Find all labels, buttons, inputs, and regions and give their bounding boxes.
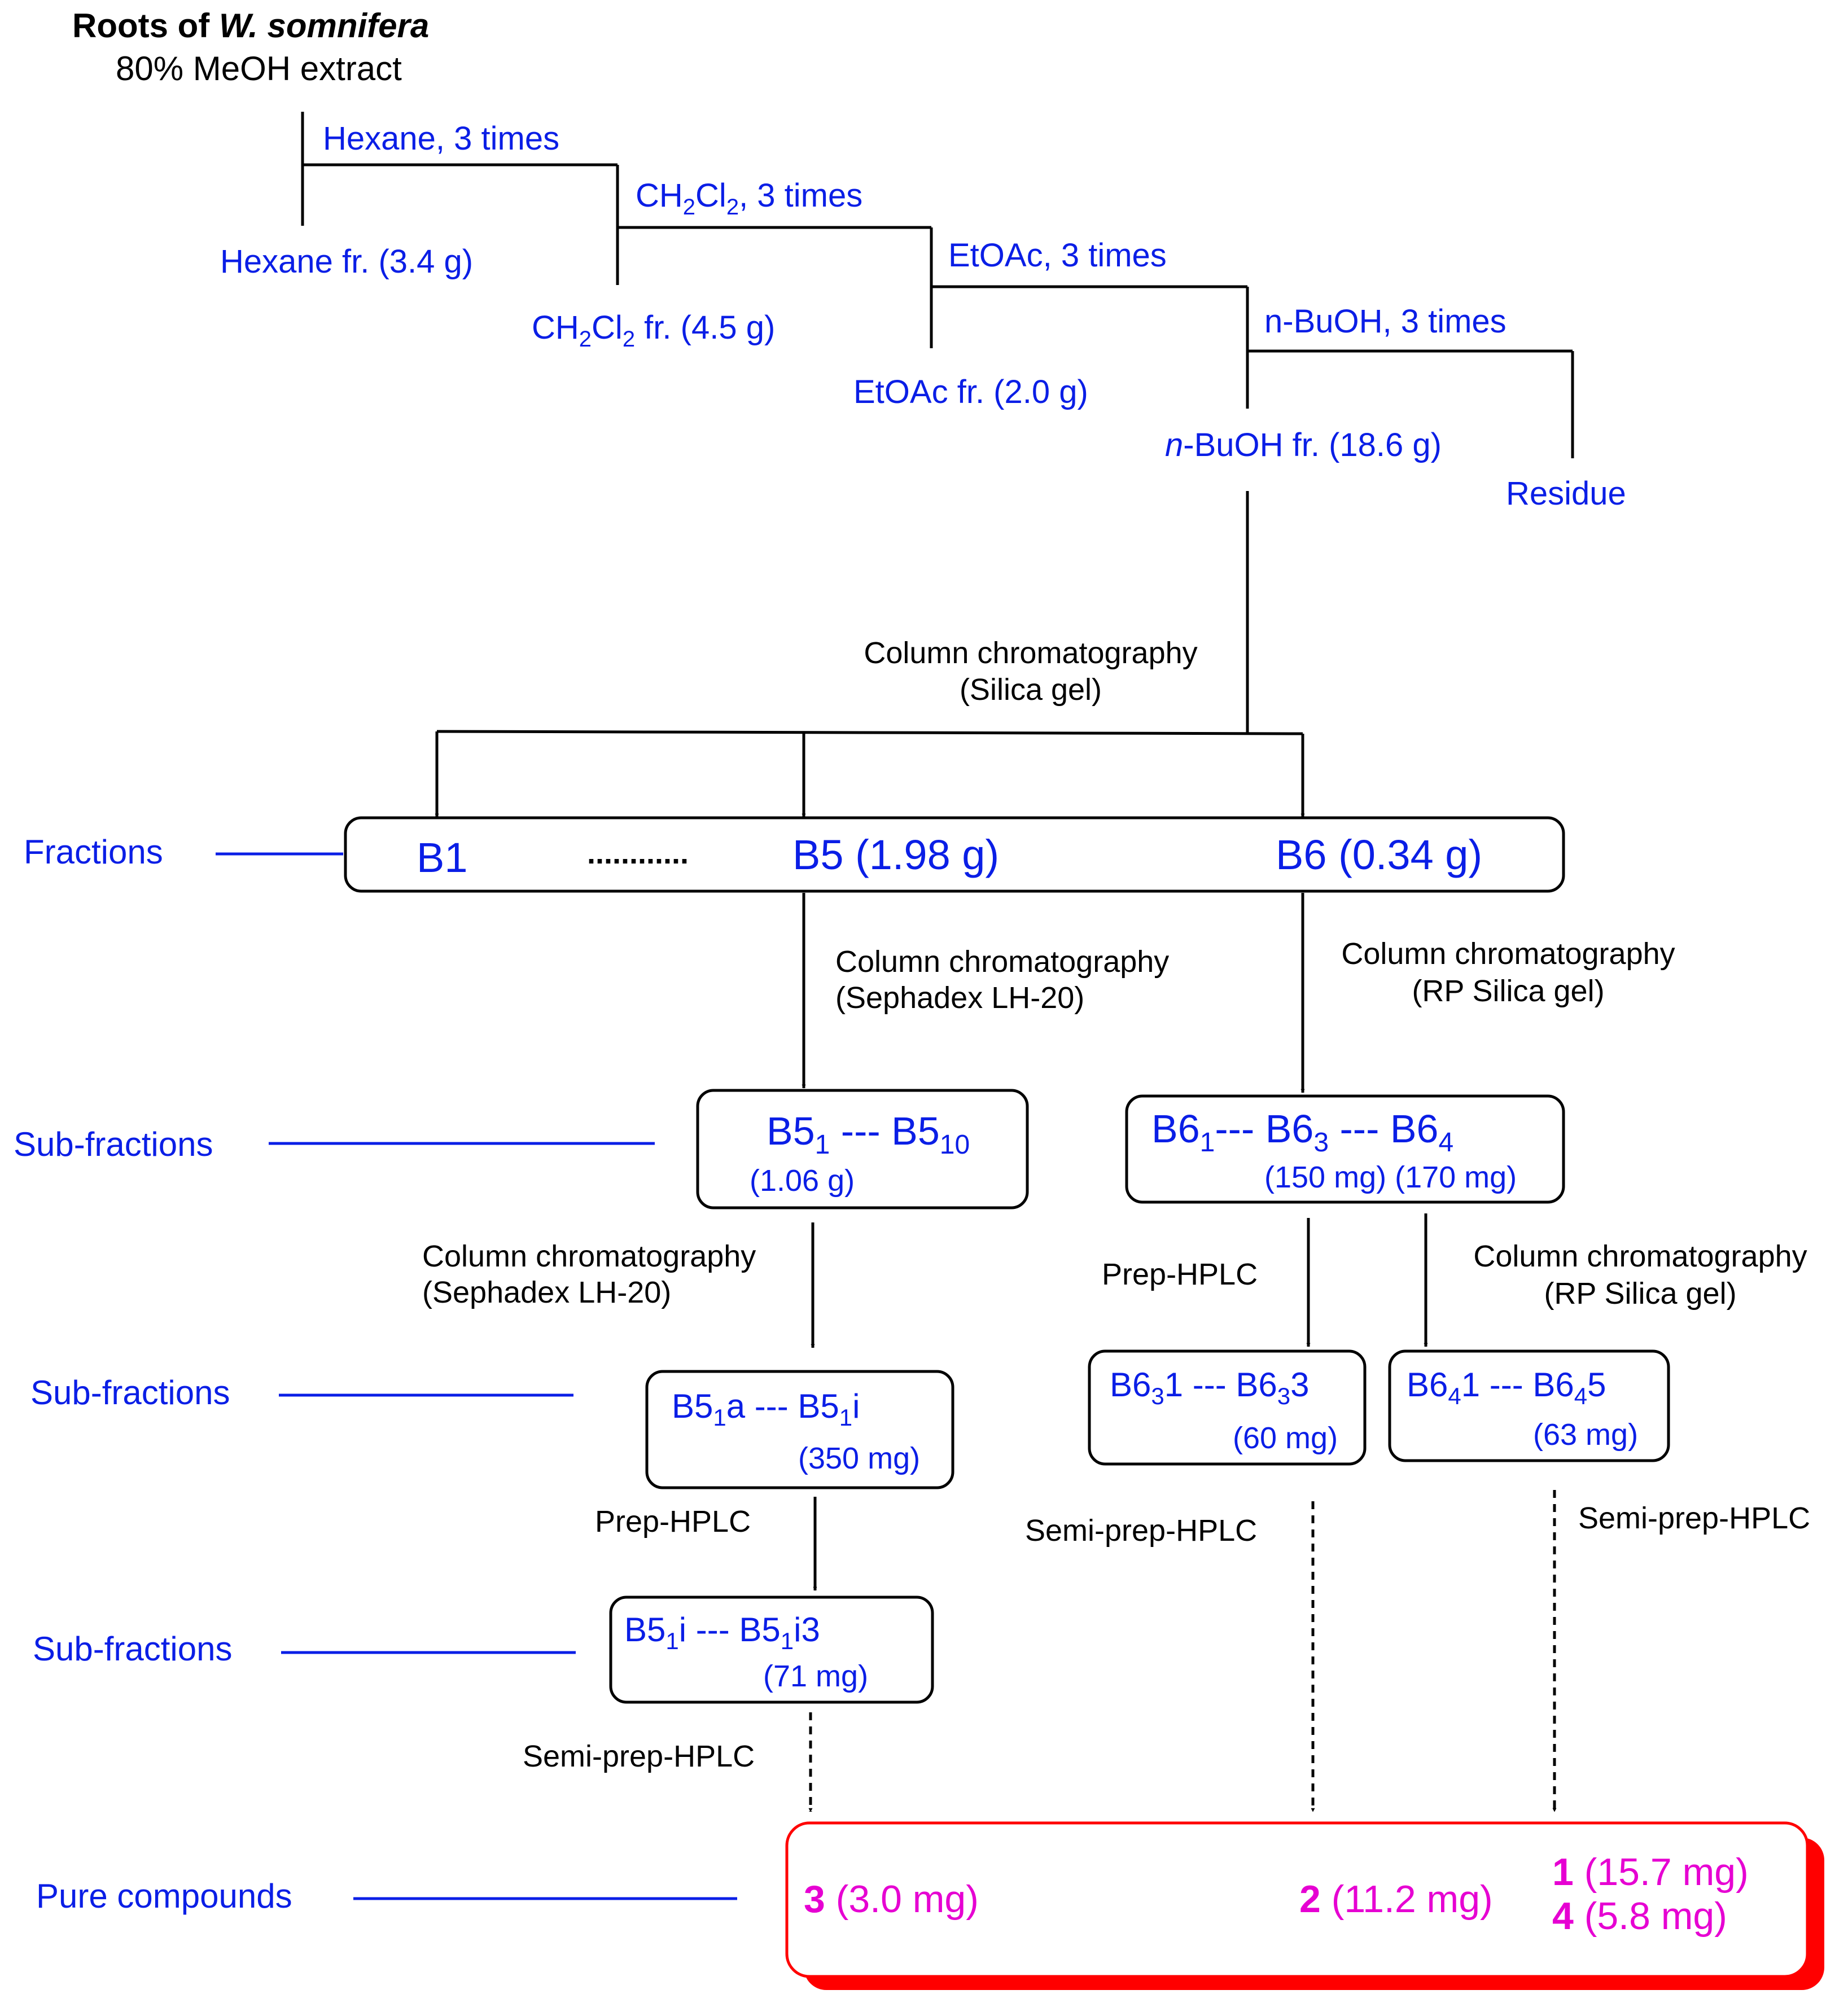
compound-2: 2 (11.2 mg) <box>1299 1878 1493 1921</box>
semi-b64-label: Semi-prep-HPLC <box>1578 1501 1810 1535</box>
cc-silica-label-2: (Silica gel) <box>960 673 1102 707</box>
cc-lh20-b51-label-2: (Sephadex LH-20) <box>422 1276 671 1309</box>
buoh-solvent: n-BuOH, 3 times <box>1264 303 1507 340</box>
cc-silica-label-1: Column chromatography <box>864 636 1197 670</box>
side-label-sub-1: Sub-fractions <box>14 1125 213 1163</box>
title: Roots of W. somnifera <box>72 7 429 45</box>
compound-3: 3 (3.0 mg) <box>804 1878 979 1921</box>
side-label-sub-3: Sub-fractions <box>33 1630 233 1668</box>
buoh-fraction: n-BuOH fr. (18.6 g) <box>1165 427 1442 463</box>
fraction-split-lines <box>435 730 1305 818</box>
cc-rp-b64-label-1: Column chromatography <box>1473 1239 1807 1273</box>
b51i-sub-box <box>609 1596 934 1704</box>
b5-sub-mass: (1.06 g) <box>750 1164 855 1198</box>
b51a-sub-mass: (350 mg) <box>798 1441 920 1475</box>
extract-label: 80% MeOH extract <box>116 50 402 87</box>
compound-1: 1 (15.7 mg) <box>1552 1851 1749 1894</box>
partition-lines <box>301 112 1574 735</box>
cc-lh20-b5-label-2: (Sephadex LH-20) <box>835 981 1084 1015</box>
b6-sub-mass: (150 mg) (170 mg) <box>1264 1160 1517 1194</box>
ch2cl2-solvent: CH2Cl2, 3 times <box>636 177 862 220</box>
b51i-sub-mass: (71 mg) <box>763 1659 868 1693</box>
cc-lh20-b5-label-1: Column chromatography <box>835 945 1169 979</box>
hexane-solvent: Hexane, 3 times <box>323 120 559 157</box>
b63-sub-box <box>1088 1349 1367 1466</box>
b5-sub-box <box>696 1089 1029 1209</box>
b63-sub-range: B631 --- B633 <box>1110 1366 1310 1409</box>
etoac-fraction: EtOAc fr. (2.0 g) <box>853 374 1088 410</box>
b5-sub-range: B51 --- B510 <box>767 1109 970 1160</box>
side-label-pure: Pure compounds <box>36 1877 292 1915</box>
compounds-box <box>785 1821 1809 1978</box>
fraction-b5: B5 (1.98 g) <box>792 831 999 878</box>
fractions-box <box>344 816 1565 893</box>
fraction-b1: B1 <box>417 834 468 881</box>
residue-label: Residue <box>1506 475 1626 512</box>
b6-sub-range: B61--- B63 --- B64 <box>1151 1107 1453 1158</box>
title-prefix: Roots of <box>72 7 219 45</box>
fraction-b6: B6 (0.34 g) <box>1276 831 1482 878</box>
ch2cl2-fraction: CH2Cl2 fr. (4.5 g) <box>532 309 775 352</box>
hexane-fraction: Hexane fr. (3.4 g) <box>220 243 473 280</box>
semi-b63-label: Semi-prep-HPLC <box>1025 1514 1257 1548</box>
cc-lh20-b51-label-1: Column chromatography <box>422 1239 756 1273</box>
b64-sub-box <box>1388 1349 1670 1462</box>
cc-rp-b64-label-2: (RP Silica gel) <box>1544 1277 1736 1311</box>
b64-sub-range: B641 --- B645 <box>1407 1366 1606 1409</box>
b51a-sub-range: B51a --- B51i <box>672 1387 860 1431</box>
semi-b51i-label: Semi-prep-HPLC <box>523 1739 755 1773</box>
b6-sub-box <box>1125 1094 1565 1204</box>
side-label-sub-2: Sub-fractions <box>30 1374 230 1412</box>
compound-4: 4 (5.8 mg) <box>1552 1895 1727 1938</box>
side-label-fractions: Fractions <box>24 833 163 871</box>
cc-rp-b6-label-1: Column chromatography <box>1341 937 1675 971</box>
b51a-sub-box <box>645 1370 954 1489</box>
prep-hplc-b63-label: Prep-HPLC <box>1102 1257 1258 1291</box>
prep-hplc-b51a-label: Prep-HPLC <box>595 1505 751 1539</box>
cc-rp-b6-label-2: (RP Silica gel) <box>1412 974 1604 1008</box>
b51i-sub-range: B51i --- B51i3 <box>624 1611 820 1654</box>
b63-sub-mass: (60 mg) <box>1233 1421 1338 1455</box>
fraction-dots: ............ <box>587 836 689 870</box>
b64-sub-mass: (63 mg) <box>1533 1418 1638 1452</box>
etoac-solvent: EtOAc, 3 times <box>948 237 1167 274</box>
title-species: W. somnifera <box>219 7 429 45</box>
